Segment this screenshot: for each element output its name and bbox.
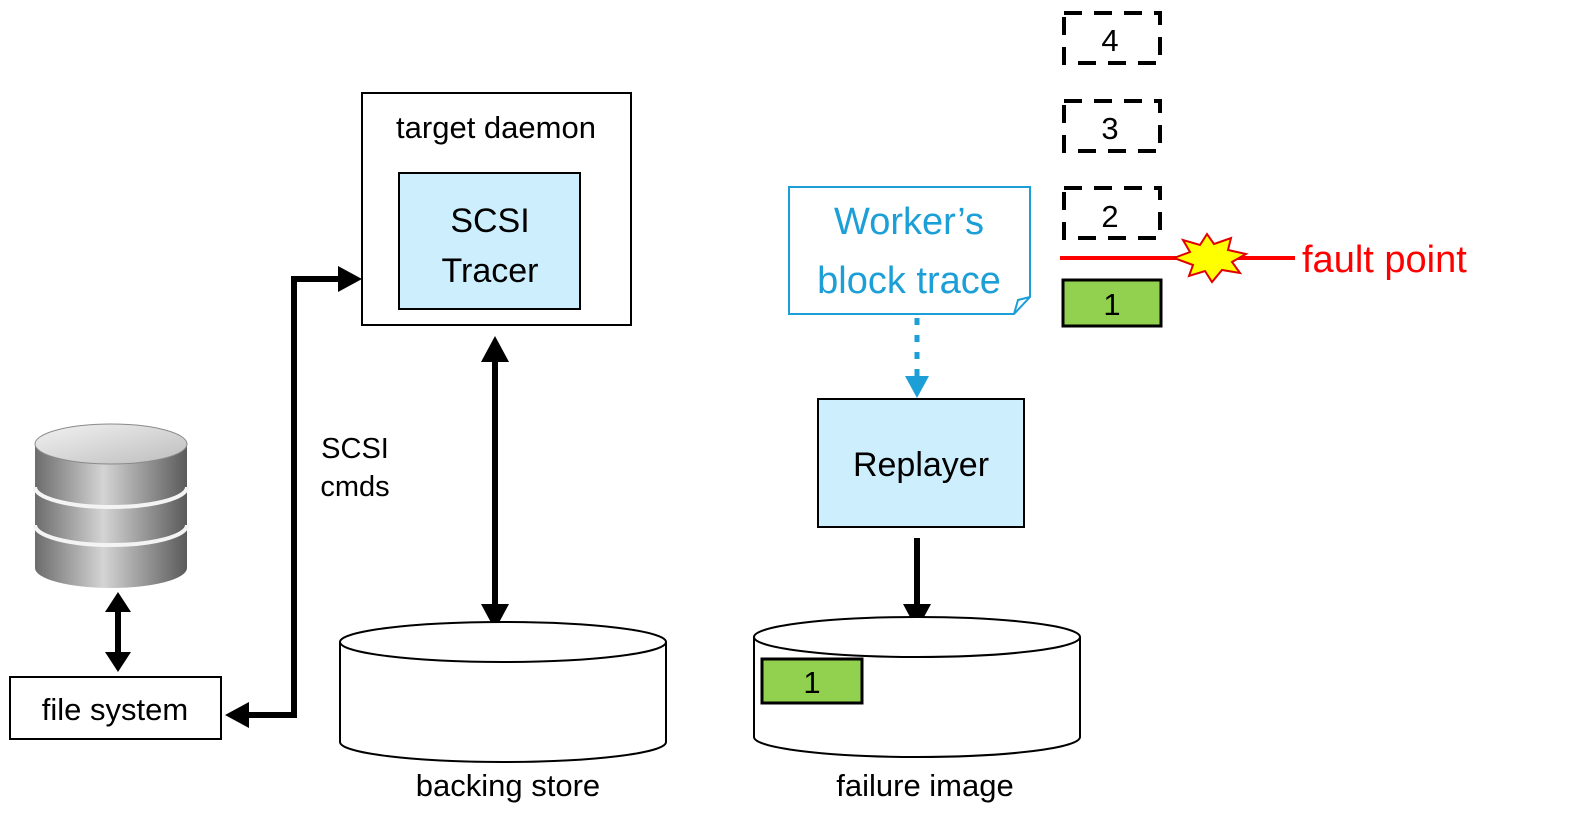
block-4-label: 4 [1101, 23, 1118, 58]
block-1: 1 [1061, 278, 1163, 328]
block-4: 4 [1062, 11, 1162, 65]
backing-store-disk [339, 621, 667, 763]
block-3: 3 [1062, 99, 1162, 153]
block-1-label: 1 [1103, 287, 1120, 322]
db-filesystem-arrow [105, 592, 131, 672]
trace-replayer-arrow [905, 318, 929, 398]
file-system-box: file system [9, 676, 222, 740]
target-daemon-label: target daemon [396, 110, 596, 145]
file-system-label: file system [42, 692, 188, 727]
block-trace-label-line1: Worker’s [834, 201, 984, 243]
failure-image-block-1: 1 [760, 657, 864, 705]
explosion-icon [1171, 232, 1249, 284]
block-trace-note: Worker’s block trace [788, 186, 1031, 315]
scsi-cmds-label-line1: SCSI [321, 433, 389, 465]
backing-store-label: backing store [416, 768, 600, 803]
database-icon [33, 423, 189, 588]
block-trace-label-line2: block trace [817, 260, 1001, 302]
scsi-cmds-connector [225, 266, 362, 728]
failure-image-block-label: 1 [803, 665, 820, 700]
failure-image-label: failure image [836, 768, 1013, 803]
replayer-label: Replayer [853, 446, 989, 484]
block-2-label: 2 [1101, 199, 1118, 234]
scsi-tracer-label-line2: Tracer [442, 252, 539, 290]
scsi-tracer-label-line1: SCSI [450, 202, 529, 240]
block-3-label: 3 [1101, 111, 1118, 146]
fault-point-label: fault point [1302, 239, 1467, 281]
scsi-tracer-box: SCSI Tracer [398, 172, 581, 310]
block-2: 2 [1062, 186, 1162, 240]
replayer-box: Replayer [817, 398, 1025, 528]
daemon-store-arrow [481, 336, 509, 630]
scsi-cmds-label-line2: cmds [320, 471, 389, 503]
